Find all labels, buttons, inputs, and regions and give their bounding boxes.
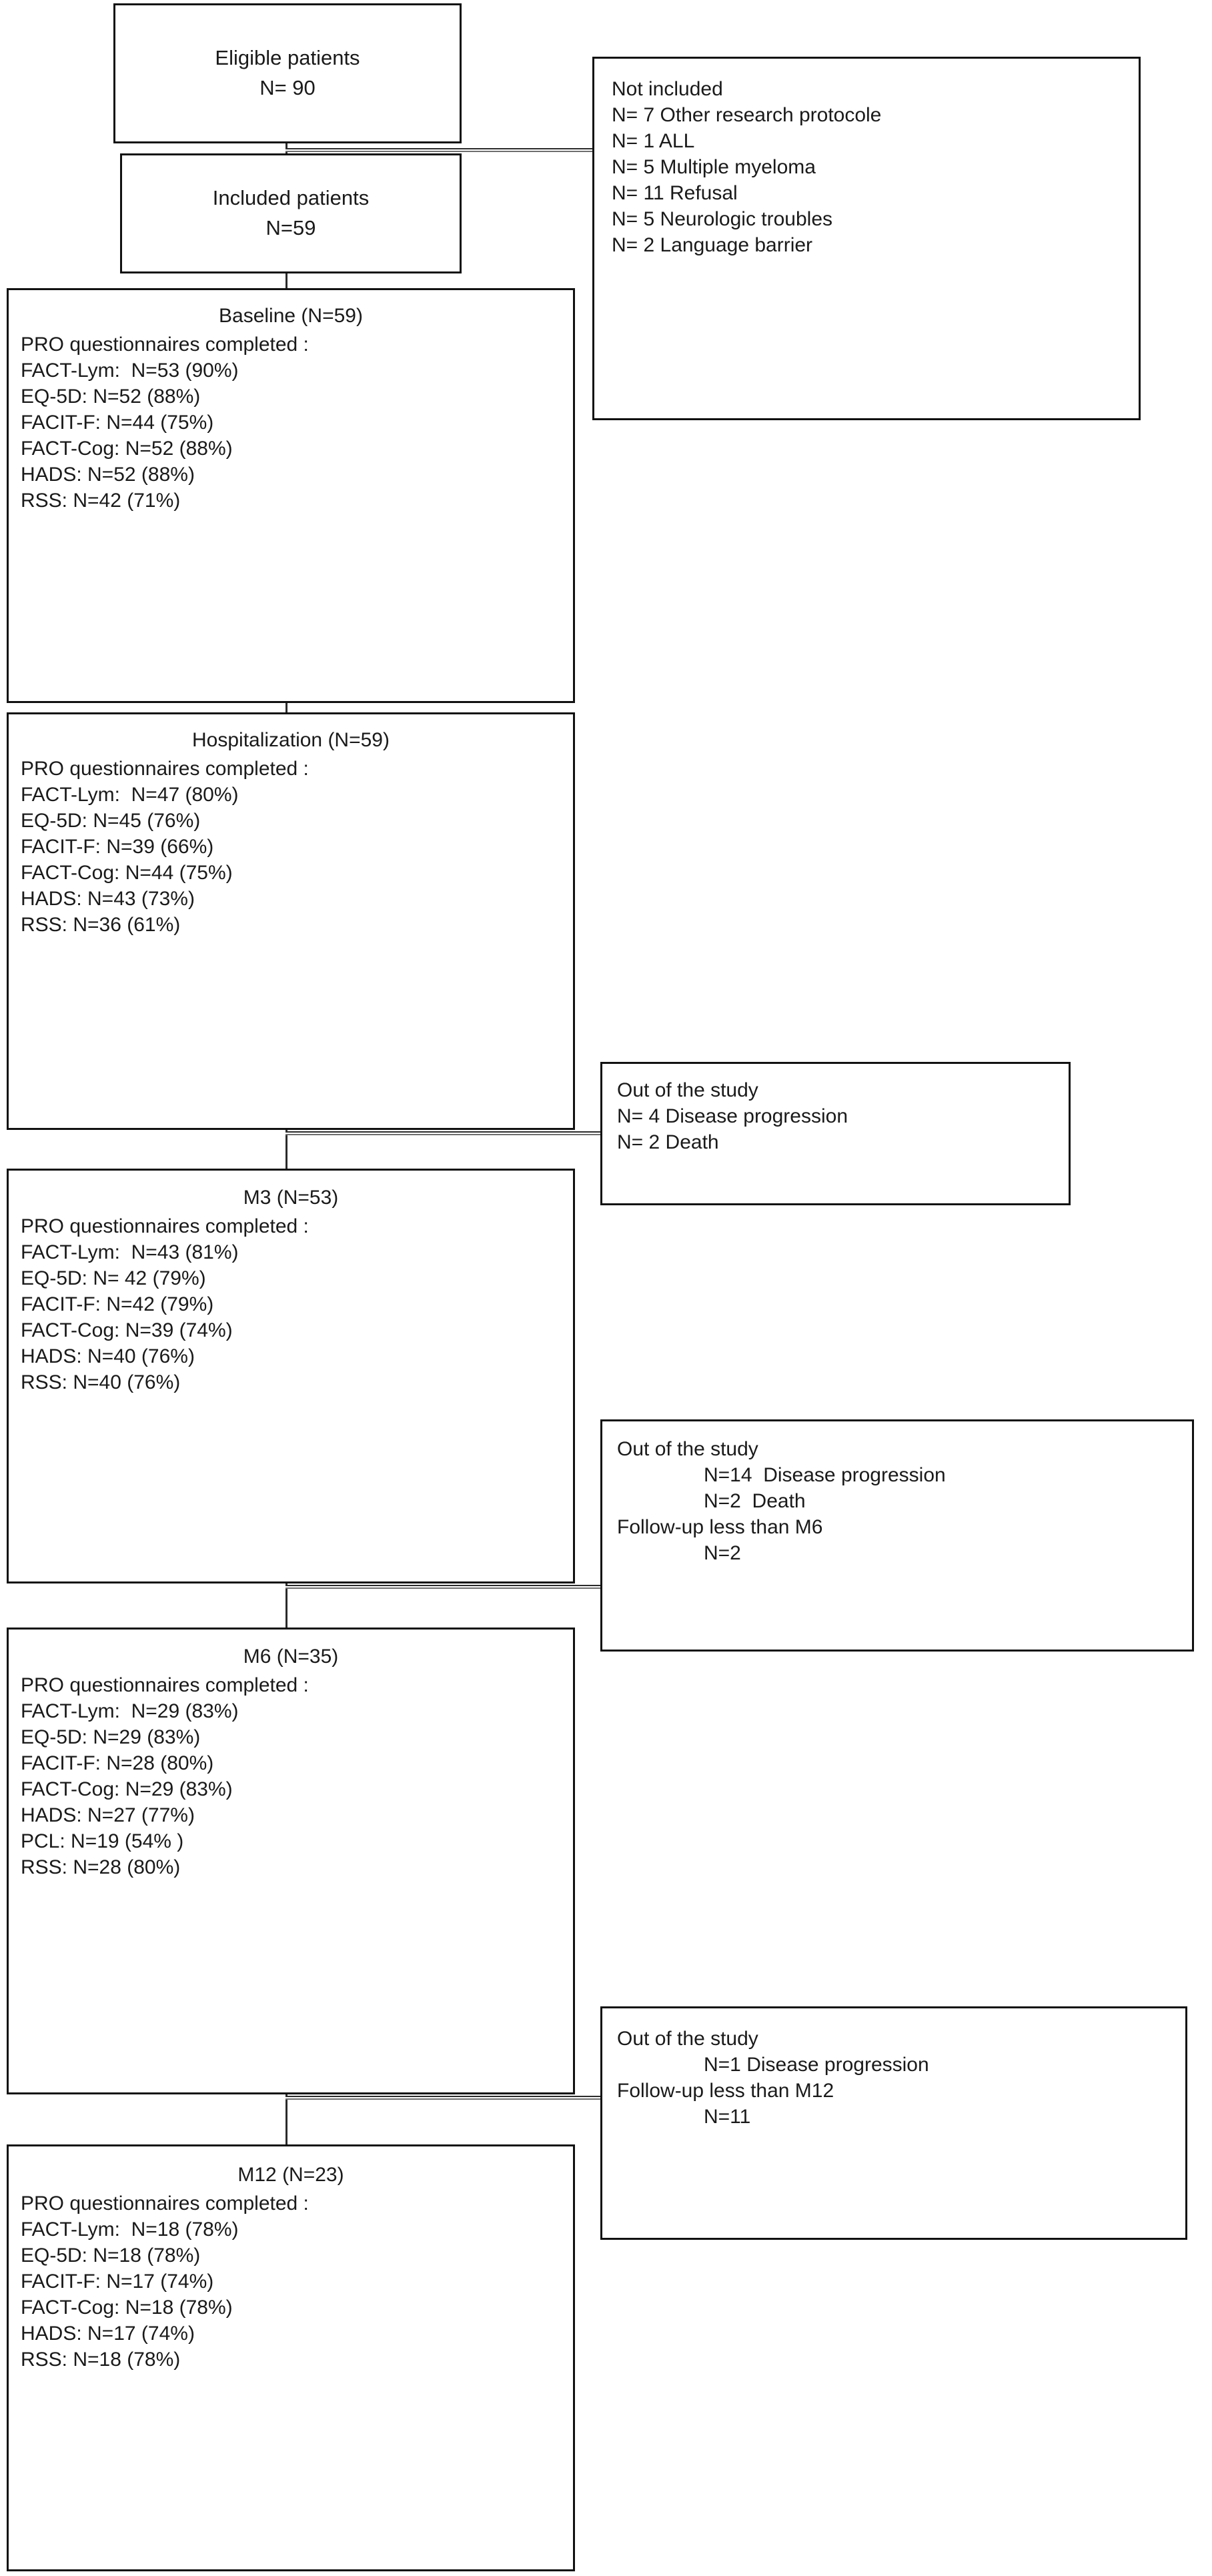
included-patients-count: N=59 xyxy=(265,216,316,239)
node-baseline: Baseline (N=59) PRO questionnaires compl… xyxy=(7,288,575,703)
m12-item: EQ-5D: N=18 (78%) xyxy=(21,2244,201,2267)
connector-included-to-baseline xyxy=(285,272,287,289)
m6-item: RSS: N=28 (80%) xyxy=(21,1856,181,1878)
out-of-study-1-item: N= 4 Disease progression xyxy=(617,1105,848,1127)
hospitalization-item: FACIT-F: N=39 (66%) xyxy=(21,835,214,858)
m3-title: M3 (N=53) xyxy=(243,1187,339,1209)
m6-item: EQ-5D: N=29 (83%) xyxy=(21,1726,201,1748)
baseline-title: Baseline (N=59) xyxy=(219,305,363,327)
m3-item: FACT-Lym: N=43 (81%) xyxy=(21,1241,239,1263)
connector-m3-to-m6 xyxy=(285,1582,287,1629)
m12-item: FACIT-F: N=17 (74%) xyxy=(21,2270,214,2293)
hospitalization-item: HADS: N=43 (73%) xyxy=(21,887,195,910)
eligible-patients-count: N= 90 xyxy=(259,76,316,99)
node-out-of-study-1: Out of the study N= 4 Disease progressio… xyxy=(600,1062,1071,1205)
m6-item: FACIT-F: N=28 (80%) xyxy=(21,1752,214,1774)
m6-item: FACT-Lym: N=29 (83%) xyxy=(21,1700,239,1722)
out-of-study-2-heading: Out of the study xyxy=(617,1438,758,1460)
baseline-item: RSS: N=42 (71%) xyxy=(21,489,181,512)
hospitalization-item: EQ-5D: N=45 (76%) xyxy=(21,809,201,832)
out-of-study-3-item: N=1 Disease progression xyxy=(704,2054,929,2076)
m12-item: HADS: N=17 (74%) xyxy=(21,2322,195,2345)
m6-title: M6 (N=35) xyxy=(243,1646,339,1668)
m12-item: FACT-Lym: N=18 (78%) xyxy=(21,2218,239,2240)
connector-baseline-to-hospitalization xyxy=(285,702,287,714)
node-hospitalization: Hospitalization (N=59) PRO questionnaire… xyxy=(7,712,575,1130)
out-of-study-3-heading: Out of the study xyxy=(617,2028,758,2050)
out-of-study-2-subheading: Follow-up less than M6 xyxy=(617,1516,823,1538)
not-included-item: N= 7 Other research protocole xyxy=(612,104,882,126)
connector-m3-to-out2 xyxy=(285,1585,602,1589)
node-out-of-study-3: Out of the study N=1 Disease progression… xyxy=(600,2006,1187,2240)
connector-m6-to-out3 xyxy=(285,2096,602,2100)
out-of-study-1-heading: Out of the study xyxy=(617,1079,758,1101)
out-of-study-1-item: N= 2 Death xyxy=(617,1131,719,1153)
m3-subtitle: PRO questionnaires completed : xyxy=(21,1215,309,1237)
hospitalization-subtitle: PRO questionnaires completed : xyxy=(21,757,309,780)
m12-title: M12 (N=23) xyxy=(237,2164,344,2186)
node-m3: M3 (N=53) PRO questionnaires completed :… xyxy=(7,1169,575,1583)
hospitalization-item: FACT-Lym: N=47 (80%) xyxy=(21,783,239,806)
m6-item: FACT-Cog: N=29 (83%) xyxy=(21,1778,233,1800)
node-not-included: Not included N= 7 Other research protoco… xyxy=(592,57,1141,420)
node-out-of-study-2: Out of the study N=14 Disease progressio… xyxy=(600,1419,1194,1652)
connector-eligible-to-not-included xyxy=(285,148,594,152)
not-included-item: N= 5 Multiple myeloma xyxy=(612,156,816,178)
m12-item: RSS: N=18 (78%) xyxy=(21,2348,181,2371)
node-m12: M12 (N=23) PRO questionnaires completed … xyxy=(7,2144,575,2571)
not-included-item: N= 1 ALL xyxy=(612,130,695,152)
out-of-study-3-subheading: Follow-up less than M12 xyxy=(617,2080,834,2102)
out-of-study-2-item: N=2 Death xyxy=(704,1490,806,1512)
node-eligible-patients: Eligible patients N= 90 xyxy=(113,3,462,143)
m3-item: FACIT-F: N=42 (79%) xyxy=(21,1293,214,1315)
m3-item: FACT-Cog: N=39 (74%) xyxy=(21,1319,233,1341)
node-m6: M6 (N=35) PRO questionnaires completed :… xyxy=(7,1628,575,2094)
baseline-item: HADS: N=52 (88%) xyxy=(21,463,195,486)
m6-subtitle: PRO questionnaires completed : xyxy=(21,1674,309,1696)
node-included-patients: Included patients N=59 xyxy=(120,153,462,273)
connector-m6-to-m12 xyxy=(285,2093,287,2146)
included-patients-label: Included patients xyxy=(212,186,370,210)
not-included-item: N= 5 Neurologic troubles xyxy=(612,208,833,230)
baseline-item: FACT-Lym: N=53 (90%) xyxy=(21,359,239,382)
m12-subtitle: PRO questionnaires completed : xyxy=(21,2192,309,2214)
hospitalization-title: Hospitalization (N=59) xyxy=(192,729,390,751)
hospitalization-item: FACT-Cog: N=44 (75%) xyxy=(21,861,233,884)
hospitalization-item: RSS: N=36 (61%) xyxy=(21,913,181,936)
connector-hospitalization-to-out1 xyxy=(285,1131,602,1135)
baseline-subtitle: PRO questionnaires completed : xyxy=(21,333,309,356)
out-of-study-2-item: N=14 Disease progression xyxy=(704,1464,946,1486)
m6-item: PCL: N=19 (54% ) xyxy=(21,1830,184,1852)
not-included-item: N= 11 Refusal xyxy=(612,182,738,204)
not-included-item: N= 2 Language barrier xyxy=(612,234,813,256)
eligible-patients-label: Eligible patients xyxy=(215,46,360,70)
connector-hospitalization-to-m3 xyxy=(285,1129,287,1170)
not-included-heading: Not included xyxy=(612,78,723,100)
m3-item: HADS: N=40 (76%) xyxy=(21,1345,195,1367)
m3-item: RSS: N=40 (76%) xyxy=(21,1371,181,1393)
baseline-item: EQ-5D: N=52 (88%) xyxy=(21,385,201,408)
out-of-study-2-subheading-value: N=2 xyxy=(704,1542,741,1564)
m3-item: EQ-5D: N= 42 (79%) xyxy=(21,1267,206,1289)
baseline-item: FACT-Cog: N=52 (88%) xyxy=(21,437,233,460)
m6-item: HADS: N=27 (77%) xyxy=(21,1804,195,1826)
out-of-study-3-subheading-value: N=11 xyxy=(704,2106,751,2128)
m12-item: FACT-Cog: N=18 (78%) xyxy=(21,2296,233,2319)
baseline-item: FACIT-F: N=44 (75%) xyxy=(21,411,214,434)
